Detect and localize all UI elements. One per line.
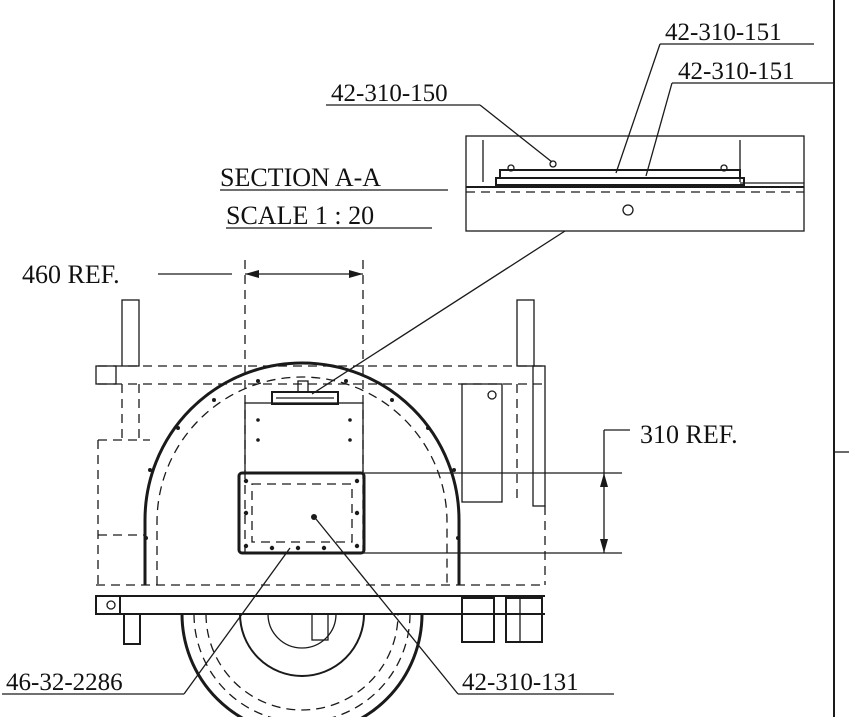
right-frame-hole	[487, 390, 497, 400]
right-post-side	[532, 365, 546, 507]
section-fastener-right	[720, 164, 728, 172]
top-rail-left-bracket	[95, 365, 117, 385]
access-panel-bolts	[243, 478, 360, 551]
main-view	[95, 299, 546, 717]
section-plate-lower	[495, 177, 745, 186]
callout-131-leader	[315, 518, 459, 695]
dimension-height	[364, 429, 630, 554]
tire-tread-2	[205, 613, 399, 711]
tire-axle-block	[311, 613, 329, 641]
section-to-main-leader	[311, 230, 566, 395]
dim-width-arrow-left	[245, 270, 259, 278]
tire-tread-1	[193, 613, 411, 717]
callout-151-lower-leader	[645, 82, 673, 177]
arch-fastener-dots	[144, 379, 460, 540]
section-fastener-mid	[549, 160, 557, 168]
wheel-arch-outer	[143, 361, 461, 585]
chassis-right-bracket	[461, 597, 495, 643]
callout-part-151-lower: 42-310-151	[678, 58, 795, 85]
tire-rim	[239, 613, 365, 677]
dim-height-arrow-top	[600, 473, 608, 487]
upper-panel-dots	[256, 418, 352, 442]
top-plate-tab	[297, 380, 309, 393]
dimension-width	[158, 260, 364, 560]
access-panel-outer	[237, 471, 366, 555]
callout-151-top-leader	[615, 43, 661, 174]
section-title: SECTION A-A	[220, 163, 381, 192]
callout-part-2286: 46-32-2286	[6, 669, 123, 696]
right-inner-frame	[461, 383, 503, 503]
access-panel-inner	[251, 483, 353, 543]
callout-part-151-top: 42-310-151	[665, 19, 782, 46]
chassis-left-end	[95, 595, 121, 615]
callout-part-150: 42-310-150	[331, 80, 448, 107]
dimension-width-ref: 460 REF.	[22, 260, 120, 289]
chassis-right-bracket-2	[505, 597, 543, 643]
section-fastener-left	[507, 164, 515, 172]
wheel-arch-inner-dashed	[156, 376, 448, 585]
left-post	[121, 299, 140, 367]
section-plate-upper	[499, 169, 741, 179]
dimension-height-ref: 310 REF.	[640, 420, 738, 449]
tire-outer	[180, 613, 424, 717]
chassis-left-bracket	[123, 613, 141, 645]
callout-part-131: 42-310-131	[462, 669, 579, 696]
dim-width-arrow-right	[349, 270, 363, 278]
tire-hub	[267, 613, 337, 649]
section-hole	[622, 204, 634, 216]
access-panel-center	[311, 514, 317, 520]
callout-2286-leader	[183, 547, 291, 695]
dim-height-arrow-bottom	[600, 539, 608, 553]
upper-center-panel	[244, 402, 364, 474]
section-scale: SCALE 1 : 20	[226, 201, 374, 230]
right-post	[516, 299, 535, 367]
callout-150-leader	[479, 104, 553, 163]
section-a-a-view	[465, 135, 805, 232]
chassis-left-hole	[106, 600, 116, 610]
